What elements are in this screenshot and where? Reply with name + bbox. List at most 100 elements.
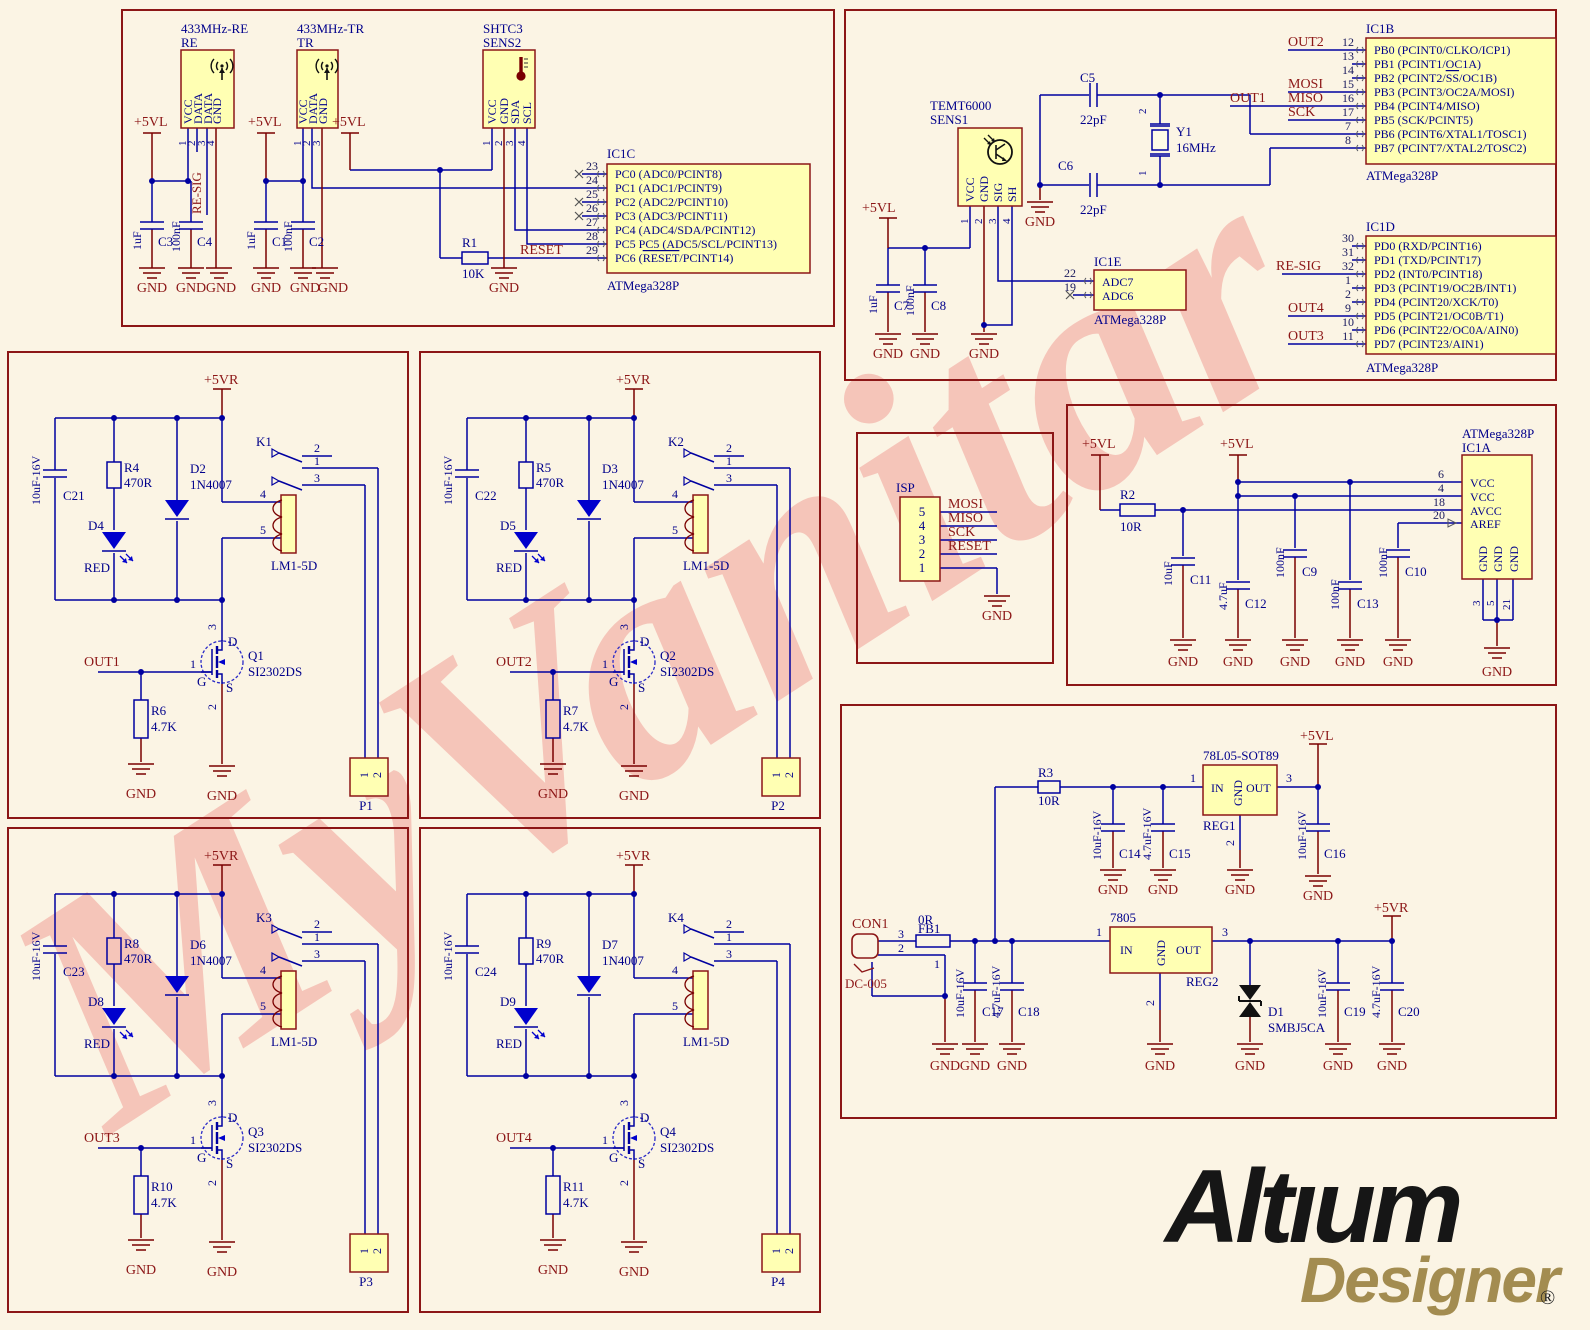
box-isp	[856, 432, 1054, 664]
ref: SENS2	[483, 35, 521, 50]
ref: IC1C	[607, 146, 635, 161]
junction	[1347, 479, 1353, 485]
value: 10uF-16V	[1295, 810, 1309, 860]
value: 100nF	[1328, 579, 1342, 610]
ref: C19	[1344, 1004, 1366, 1019]
gnd-symbol	[1483, 647, 1511, 659]
pin-number: 2	[973, 219, 985, 225]
pin-label: PC3 (ADC3/PCINT11)	[615, 209, 728, 223]
pin-number: 21	[1501, 599, 1513, 610]
junction	[981, 322, 987, 328]
dc-jack-icon	[851, 933, 879, 959]
pin-label: IN	[1120, 943, 1133, 957]
part-name: 78L05-SOT89	[1203, 748, 1279, 763]
ref: C12	[1245, 596, 1267, 611]
net-gnd: GND	[290, 281, 320, 296]
net-label: MOSI	[1288, 77, 1323, 92]
value: 10uF-16V	[1315, 968, 1329, 1018]
ref: REG2	[1186, 974, 1219, 989]
ref: C10	[1405, 564, 1427, 579]
gnd-symbol	[1304, 875, 1332, 887]
net-gnd: GND	[873, 347, 903, 362]
ferrite-fb1	[915, 934, 951, 948]
pin-number: 28	[586, 229, 598, 243]
capacitor	[253, 221, 279, 230]
junction	[1157, 182, 1163, 188]
net-label: +5VL	[248, 115, 282, 130]
pin-label: SH	[1005, 186, 1019, 202]
pin-number: 15	[1342, 77, 1354, 91]
wires	[940, 511, 998, 594]
net-gnd: GND	[1168, 655, 1198, 670]
ic1b-body	[1365, 37, 1557, 165]
net-label: MISO	[948, 511, 983, 526]
ref: C21	[63, 488, 85, 503]
gnd-symbol	[1281, 639, 1309, 651]
net-label: +5VL	[332, 115, 366, 130]
capacitor	[1150, 823, 1176, 832]
ref: Q3	[248, 1124, 264, 1139]
ref: R10	[151, 1179, 173, 1194]
pin-label: GND	[1507, 546, 1521, 572]
net-label: OUT1	[84, 655, 120, 670]
ref: P1	[359, 798, 373, 813]
ref: FB1	[918, 921, 940, 936]
ref: R2	[1120, 487, 1135, 502]
ref: D3	[602, 461, 618, 476]
ic1a-body	[1461, 454, 1533, 580]
pin-number: 5	[919, 504, 926, 519]
capacitor	[1100, 823, 1126, 832]
pin-label: VCC	[963, 177, 977, 202]
net-gnd: GND	[251, 281, 281, 296]
gnd-symbol	[1236, 1043, 1264, 1055]
gnd-symbol	[1226, 869, 1254, 881]
pin-number: 2	[186, 141, 198, 147]
net-label: OUT1	[1230, 91, 1266, 106]
pin-label: PD6 (PCINT22/OC0A/AIN0)	[1374, 323, 1518, 337]
gnd-symbol	[1146, 1043, 1174, 1055]
value: SMBJ5CA	[1268, 1020, 1326, 1035]
net-gnd: GND	[1303, 889, 1333, 904]
value: 22pF	[1080, 112, 1107, 127]
value: 1uF	[244, 231, 258, 250]
ref: C1	[272, 234, 287, 249]
junction	[1235, 479, 1241, 485]
junction	[1009, 938, 1015, 944]
pin-number: 4	[205, 140, 217, 146]
pin-number: 9	[1345, 301, 1351, 315]
box-radio-sensors	[121, 9, 835, 327]
junction	[1157, 92, 1163, 98]
tvs-diode	[1238, 984, 1262, 1018]
wires	[871, 786, 1393, 1010]
pin-label: SIG	[991, 182, 1005, 202]
pin-label: PB7 (PCINT7/XTAL2/TOSC2)	[1374, 141, 1527, 155]
net-label: +5VL	[134, 115, 168, 130]
gnd-symbol	[252, 267, 280, 279]
pin-label: OUT	[1176, 943, 1201, 957]
pin-number: 3	[196, 140, 208, 146]
ref: C18	[1018, 1004, 1040, 1019]
net-gnd: GND	[206, 281, 236, 296]
junction	[263, 178, 269, 184]
ref: D9	[500, 994, 516, 1009]
net-label: +5VL	[1082, 437, 1116, 452]
isp-connector	[899, 496, 941, 582]
net-gnd: GND	[1280, 655, 1310, 670]
junction	[185, 178, 191, 184]
pin-number: 32	[1342, 259, 1354, 273]
value: 10K	[462, 266, 485, 281]
pin-number: 17	[1342, 105, 1354, 119]
ref: C14	[1119, 846, 1141, 861]
section-mcu-ports: TEMT6000 SENS1 VCC GND SIG SH 1 2 3 4 +5…	[862, 21, 1557, 375]
value: 4.7uF-16V	[989, 965, 1003, 1018]
net-label: +5VR	[1374, 901, 1409, 916]
ref: R11	[563, 1179, 584, 1194]
gnd-symbol	[1324, 1043, 1352, 1055]
no-connect-icon	[574, 197, 584, 207]
pin-label-part: PB2 (PCINT2/	[1374, 71, 1446, 85]
part-name: SHTC3	[483, 21, 523, 36]
ref: C2	[309, 234, 324, 249]
part-name: DC-005	[845, 976, 887, 991]
net-gnd: GND	[910, 347, 940, 362]
ref: C5	[1080, 70, 1095, 85]
